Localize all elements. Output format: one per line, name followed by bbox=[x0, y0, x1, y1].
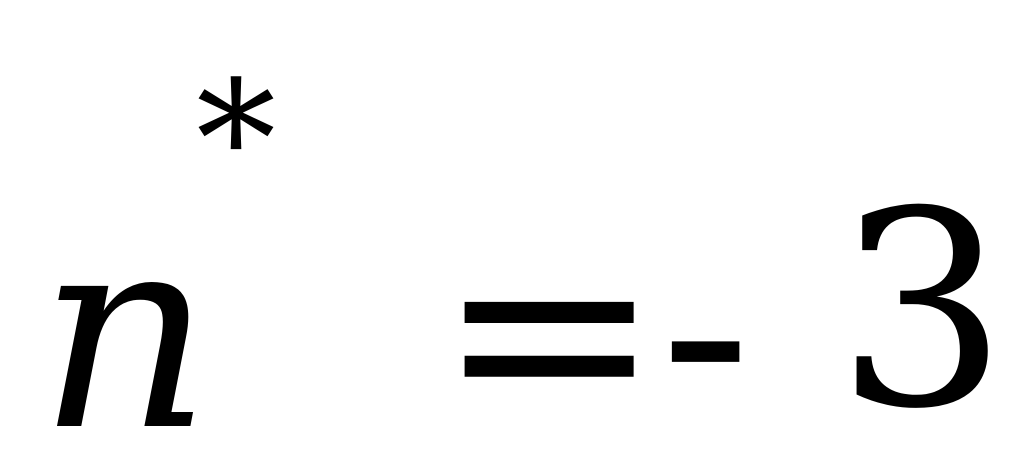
equation-variable: n bbox=[38, 175, 212, 453]
equation-value: 3 bbox=[836, 153, 1008, 453]
equation-superscript-asterisk: * bbox=[196, 46, 276, 233]
equation-minus-sign: - bbox=[660, 173, 752, 453]
equation-equals-sign: = bbox=[436, 173, 663, 453]
